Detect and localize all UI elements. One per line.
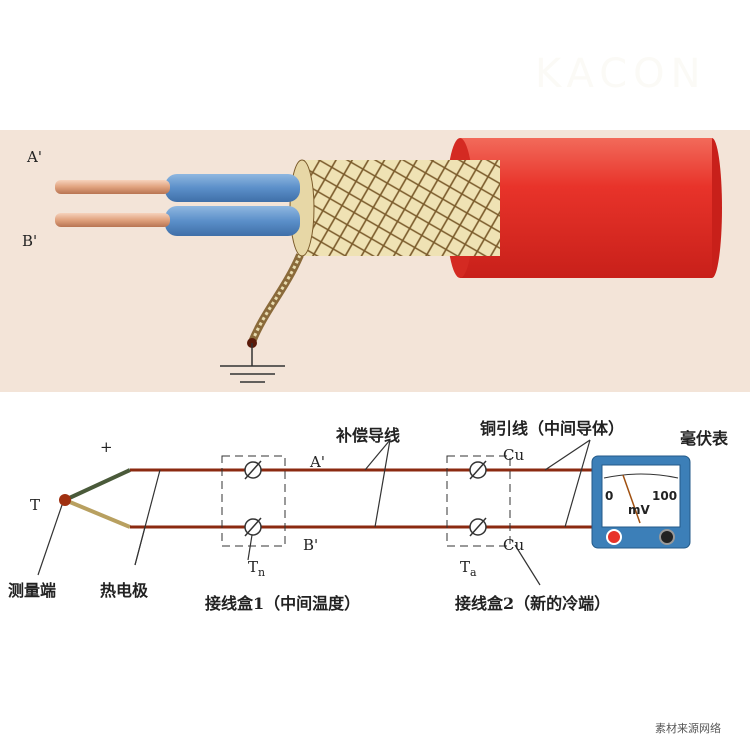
terminal-icons: [244, 460, 487, 537]
leader-lines: [37, 439, 591, 586]
insulation-b: [165, 206, 300, 236]
label-junction-box-1: 接线盒1（中间温度）: [205, 594, 360, 613]
junction-box-2: [446, 455, 511, 547]
meter-unit: mV: [628, 503, 651, 517]
label-b-prime-2: B': [303, 536, 318, 554]
outer-jacket: [460, 138, 712, 278]
meter-needle: [622, 474, 641, 524]
insulation-a: [165, 174, 300, 202]
schematic: 0 100 mV T + A' B' Cu Cu Tn Ta 补偿导线 铜引线（…: [8, 419, 729, 613]
label-thermo-electrode: 热电极: [100, 581, 149, 600]
black-terminal: [659, 529, 675, 545]
label-a-prime: A': [26, 148, 42, 166]
label-copper-lead: 铜引线（中间导体）: [480, 419, 624, 438]
label-b-prime: B': [22, 232, 37, 250]
conductor-b: [55, 213, 170, 227]
cable-illustration: A' B': [0, 130, 750, 392]
ground-icon: [220, 343, 285, 383]
label-millivoltmeter: 毫伏表: [680, 429, 729, 448]
label-junction-box-2: 接线盒2（新的冷端）: [455, 594, 610, 613]
label-compensation-wire: 补偿导线: [335, 426, 400, 445]
braided-shield: [300, 160, 500, 256]
meter-max: 100: [652, 489, 677, 503]
label-t: T: [30, 496, 40, 514]
conductor-a: [55, 180, 170, 194]
junction-box-1: [221, 455, 286, 547]
watermark: KACON: [535, 51, 707, 97]
label-cu-bottom: Cu: [503, 536, 524, 554]
measuring-junction: [59, 494, 71, 506]
red-terminal: [606, 529, 622, 545]
label-plus: +: [100, 438, 113, 456]
meter-min: 0: [605, 489, 613, 503]
label-a-prime-2: A': [309, 453, 325, 471]
drain-wire: [248, 253, 304, 344]
label-tn: Tn: [248, 558, 265, 579]
millivoltmeter: 0 100 mV: [591, 455, 691, 549]
label-cu-top: Cu: [503, 446, 524, 464]
label-ta: Ta: [460, 558, 477, 579]
label-measuring-end: 测量端: [8, 581, 56, 600]
footer-source: 素材来源网络: [655, 721, 721, 735]
